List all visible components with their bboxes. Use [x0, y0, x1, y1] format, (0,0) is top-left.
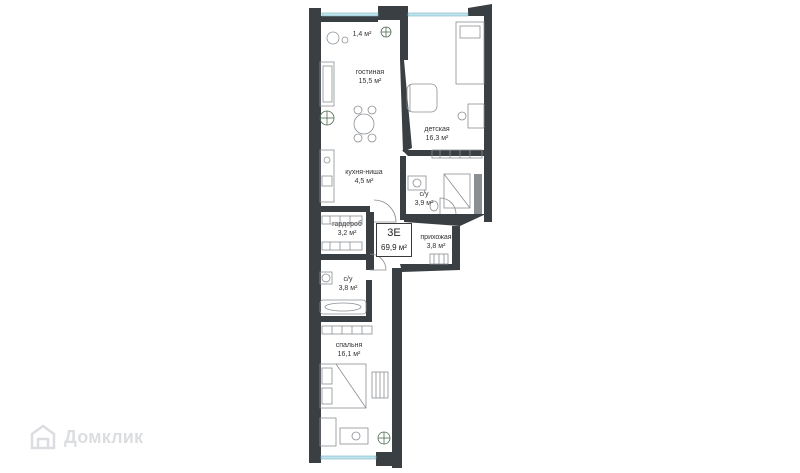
window-balcony — [321, 12, 379, 17]
walls — [309, 4, 492, 468]
apartment-badge: 3E 69,9 м² — [376, 223, 412, 257]
apartment-code: 3E — [387, 227, 401, 239]
room-bedroom-area: 16,1 м² — [338, 351, 361, 358]
bath2-right-wall — [366, 280, 372, 322]
bed-icon — [455, 21, 485, 85]
hall-bottom-wall — [400, 264, 460, 272]
windows — [320, 12, 469, 460]
right-outer-wall — [468, 4, 492, 222]
hall-left-wall — [366, 212, 374, 270]
shower-icon — [443, 173, 471, 209]
hall-right-wall — [452, 226, 460, 270]
sink-icon — [407, 175, 427, 191]
watermark: Домклик — [30, 423, 143, 451]
sofa-icon — [319, 61, 335, 107]
room-hall-name: прихожая — [420, 234, 451, 241]
bottom-wall-segment — [376, 452, 398, 466]
room-kids-name: детская — [424, 126, 449, 133]
bath-bottom-wall — [404, 214, 486, 226]
left-outer-wall — [309, 8, 321, 463]
top-partition-wall — [400, 6, 408, 60]
doors — [369, 197, 457, 271]
top-wall-segment — [378, 6, 400, 20]
toilet-icon — [429, 200, 439, 212]
room-labels: 1,4 м² гостиная 15,5 м² детская 16,3 м² … — [332, 31, 452, 358]
room-kitchen-area: 4,5 м² — [355, 178, 374, 185]
bedroom-wardrobe-icon — [321, 325, 373, 335]
room-bath2-name: с/у — [344, 276, 353, 283]
kitchen-counter-icon — [319, 149, 335, 203]
room-living-area: 15,5 м² — [359, 78, 382, 85]
kids-bath-partition — [402, 150, 486, 156]
wardrobe-icon — [321, 215, 363, 251]
window-kids — [407, 12, 469, 17]
armchair-icon — [406, 83, 438, 113]
lower-right-outer-wall — [392, 268, 402, 468]
washer-block — [474, 174, 482, 214]
room-bath2-area: 3,8 м² — [339, 285, 358, 292]
watermark-text: Домклик — [64, 426, 144, 447]
bath2-door-icon — [369, 253, 387, 271]
dresser-icon — [371, 371, 389, 399]
double-bed-icon — [319, 363, 367, 409]
window-bedroom — [320, 455, 377, 460]
balcony-chair-icon — [326, 31, 349, 45]
bath1-door-icon — [439, 197, 457, 215]
room-hall-area: 3,8 м² — [427, 243, 446, 250]
room-bath1-name: с/у — [420, 191, 429, 198]
plant-icon — [319, 26, 392, 445]
room-balcony-area: 1,4 м² — [353, 31, 372, 38]
entrance-door-icon — [373, 199, 397, 223]
room-kids-area: 16,3 м² — [426, 135, 449, 142]
bath-left-wall — [400, 156, 406, 220]
furniture — [319, 21, 485, 447]
dining-table-icon — [353, 105, 377, 143]
apartment-total-area: 69,9 м² — [381, 243, 407, 252]
wardrobe-bottom-wall — [320, 254, 370, 260]
watermark-icon-spacer — [30, 423, 58, 451]
room-bedroom-name: спальня — [336, 342, 363, 349]
bath2-bottom-wall — [320, 316, 372, 322]
washing-machine-icon — [319, 271, 333, 285]
room-bath1-area: 3,9 м² — [415, 200, 434, 207]
living-kids-partition — [400, 60, 412, 152]
shoe-rack-icon — [429, 253, 449, 265]
wardrobe-top-wall — [320, 206, 370, 212]
room-living-name: гостиная — [356, 69, 385, 76]
room-kitchen-name: кухня-ниша — [345, 169, 383, 176]
domclick-house-icon — [30, 424, 56, 450]
wardrobe-kids-icon — [431, 149, 483, 159]
desk-icon — [457, 103, 485, 129]
bathtub-icon — [319, 299, 367, 315]
room-wardrobe-area: 3,2 м² — [338, 230, 357, 237]
bedroom-desk-icon — [319, 417, 369, 447]
